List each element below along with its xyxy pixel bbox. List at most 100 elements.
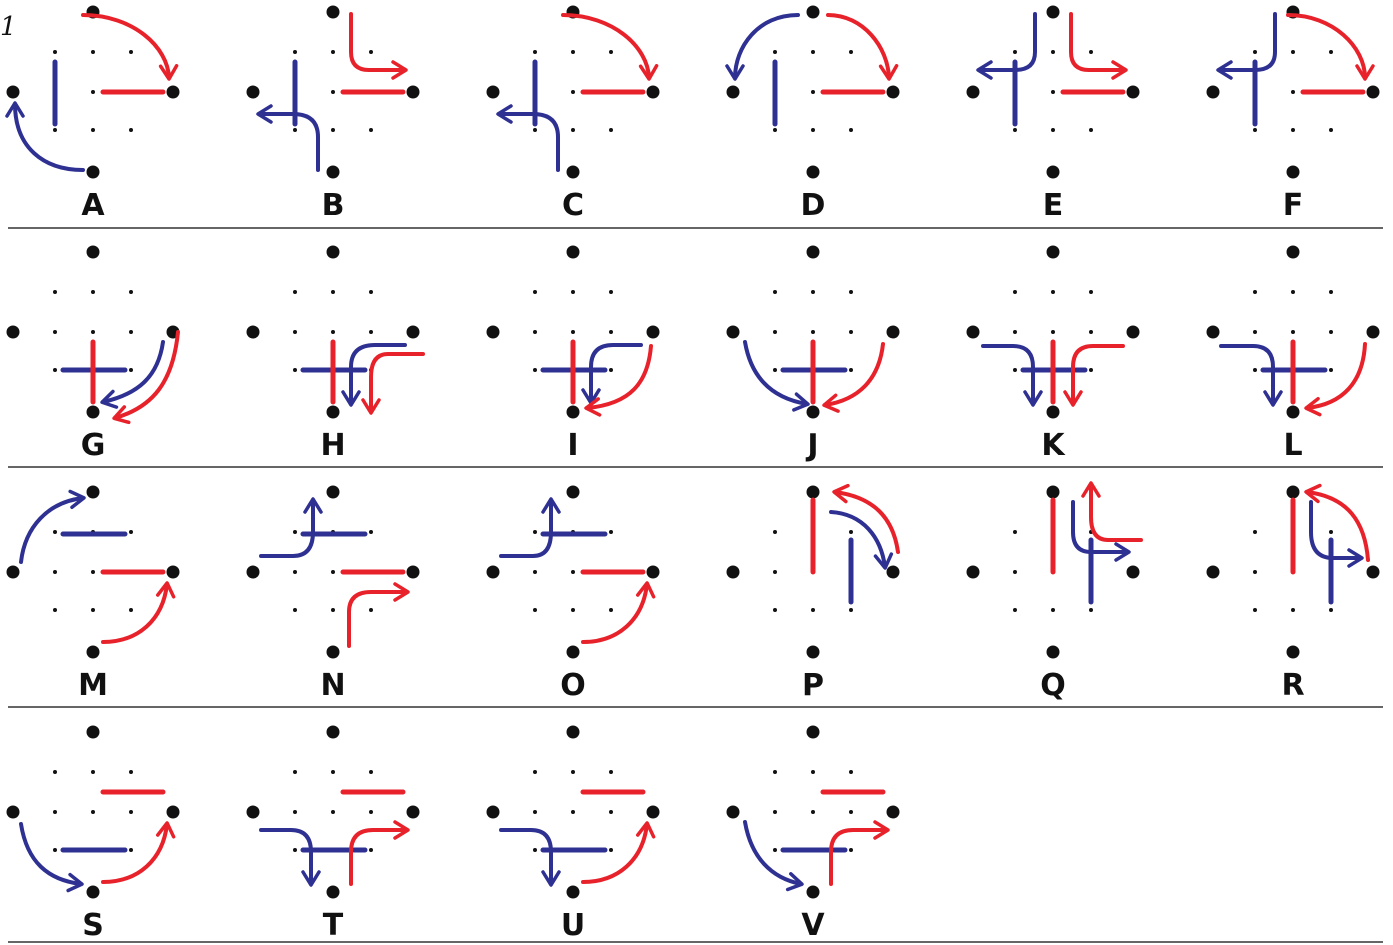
panel-v	[726, 725, 900, 899]
grid-dot	[571, 290, 575, 294]
terminal-node	[1206, 85, 1220, 99]
terminal-node	[6, 565, 20, 579]
grid-dot	[1089, 290, 1093, 294]
red-arrow	[1069, 12, 1128, 80]
grid-dot	[53, 128, 57, 132]
terminal-node	[1046, 405, 1060, 419]
terminal-node	[646, 565, 660, 579]
grid-dot	[129, 330, 133, 334]
grid-dot	[331, 128, 335, 132]
grid-dot	[1013, 50, 1017, 54]
terminal-node	[246, 85, 260, 99]
terminal-node	[886, 325, 900, 339]
terminal-node	[1046, 245, 1060, 259]
grid-dot	[1013, 330, 1017, 334]
terminal-node	[246, 565, 260, 579]
panel-label: O	[560, 668, 586, 703]
grid-dot	[1051, 608, 1055, 612]
terminal-node	[726, 805, 740, 819]
blue-arrow	[1309, 500, 1364, 568]
grid-dot	[293, 770, 297, 774]
grid-dot	[1329, 290, 1333, 294]
panel-label: B	[322, 188, 345, 223]
grid-dot	[609, 530, 613, 534]
grid-dot	[53, 368, 57, 372]
grid-dot	[331, 50, 335, 54]
grid-dot	[53, 50, 57, 54]
grid-dot	[849, 128, 853, 132]
panel-p	[726, 483, 900, 659]
grid-dot	[1253, 50, 1257, 54]
terminal-node	[246, 325, 260, 339]
terminal-node	[886, 805, 900, 819]
terminal-node	[86, 485, 100, 499]
grid-dot	[91, 330, 95, 334]
panel-h	[246, 245, 425, 419]
terminal-node	[246, 805, 260, 819]
grid-dot	[129, 530, 133, 534]
panel-label: P	[802, 668, 824, 703]
terminal-node	[326, 405, 340, 419]
terminal-node	[726, 565, 740, 579]
terminal-node	[806, 405, 820, 419]
terminal-node	[1126, 85, 1140, 99]
grid-dot	[91, 90, 95, 94]
terminal-node	[566, 485, 580, 499]
red-arrow	[101, 581, 176, 644]
grid-dot	[533, 290, 537, 294]
grid-dot	[849, 770, 853, 774]
grid-dot	[91, 50, 95, 54]
grid-dot	[331, 570, 335, 574]
grid-dot	[1089, 368, 1093, 372]
panel-label: G	[81, 428, 106, 463]
grid-dot	[369, 128, 373, 132]
grid-dot	[533, 128, 537, 132]
red-arrow	[832, 483, 900, 554]
grid-dot	[1013, 570, 1017, 574]
blue-arrow	[259, 828, 321, 887]
terminal-node	[326, 885, 340, 899]
terminal-node	[6, 805, 20, 819]
grid-dot	[331, 330, 335, 334]
grid-dot	[609, 290, 613, 294]
red-arrow	[829, 820, 890, 886]
terminal-node	[326, 645, 340, 659]
terminal-node	[326, 485, 340, 499]
grid-dot	[293, 50, 297, 54]
red-arrow	[581, 581, 656, 644]
blue-arrow	[341, 343, 407, 407]
panel-c	[486, 5, 660, 179]
terminal-node	[1286, 645, 1300, 659]
terminal-node	[486, 805, 500, 819]
terminal-node	[406, 325, 420, 339]
grid-dot	[1253, 290, 1257, 294]
grid-dot	[129, 128, 133, 132]
terminal-node	[1286, 245, 1300, 259]
terminal-node	[566, 885, 580, 899]
grid-dot	[53, 330, 57, 334]
grid-dot	[773, 848, 777, 852]
terminal-node	[566, 405, 580, 419]
terminal-node	[86, 405, 100, 419]
panel-s	[6, 725, 180, 899]
grid-dot	[129, 770, 133, 774]
blue-arrow	[976, 12, 1037, 80]
grid-dot	[91, 128, 95, 132]
grid-dot	[773, 128, 777, 132]
terminal-node	[566, 725, 580, 739]
grid-dot	[1089, 330, 1093, 334]
grid-dot	[293, 128, 297, 132]
grid-dot	[293, 330, 297, 334]
blue-arrow	[981, 344, 1043, 407]
red-arrow	[347, 582, 410, 648]
grid-dot	[811, 810, 815, 814]
grid-dot	[91, 608, 95, 612]
terminal-node	[886, 85, 900, 99]
grid-dot	[1291, 608, 1295, 612]
grid-dot	[571, 90, 575, 94]
grid-dot	[849, 50, 853, 54]
panel-q	[966, 481, 1143, 659]
grid-dot	[811, 290, 815, 294]
terminal-node	[166, 805, 180, 819]
